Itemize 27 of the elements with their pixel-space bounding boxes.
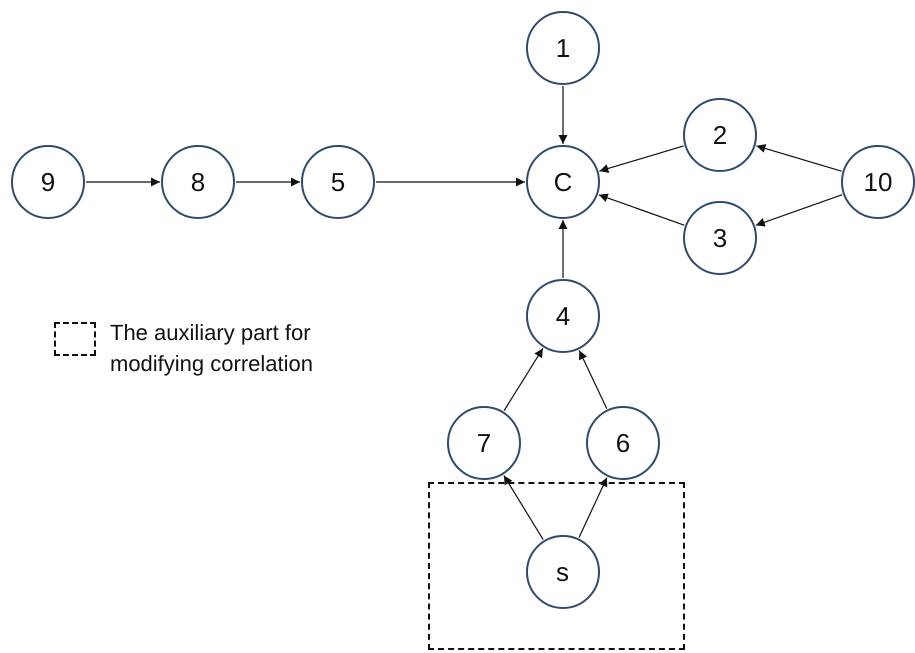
- arrow: [236, 178, 300, 186]
- arrow: [599, 145, 684, 173]
- arrow: [558, 86, 568, 144]
- node-label: 5: [330, 169, 346, 195]
- arrow: [598, 194, 684, 226]
- node-label: s: [556, 558, 569, 584]
- node-label: 10: [864, 169, 892, 195]
- arrow: [376, 178, 525, 186]
- node-label: 2: [712, 122, 728, 148]
- arrow: [756, 144, 842, 172]
- node-label: 1: [556, 35, 570, 61]
- node-label: 9: [40, 169, 56, 195]
- node-label: 3: [712, 225, 728, 251]
- arrow: [504, 348, 544, 412]
- arrow: [558, 220, 568, 278]
- arrow: [578, 350, 608, 409]
- legend-label: The auxiliary part for modifying correlation: [110, 319, 314, 378]
- node-label: 4: [556, 303, 570, 329]
- node-label: 7: [476, 430, 492, 456]
- node-label: C: [554, 169, 572, 195]
- arrow: [86, 178, 160, 186]
- dashed-region: [428, 482, 685, 650]
- node-label: 8: [190, 169, 206, 195]
- arrow: [756, 194, 842, 227]
- arrow: [503, 475, 544, 540]
- node-label: 6: [616, 430, 630, 456]
- arrow: [578, 477, 608, 538]
